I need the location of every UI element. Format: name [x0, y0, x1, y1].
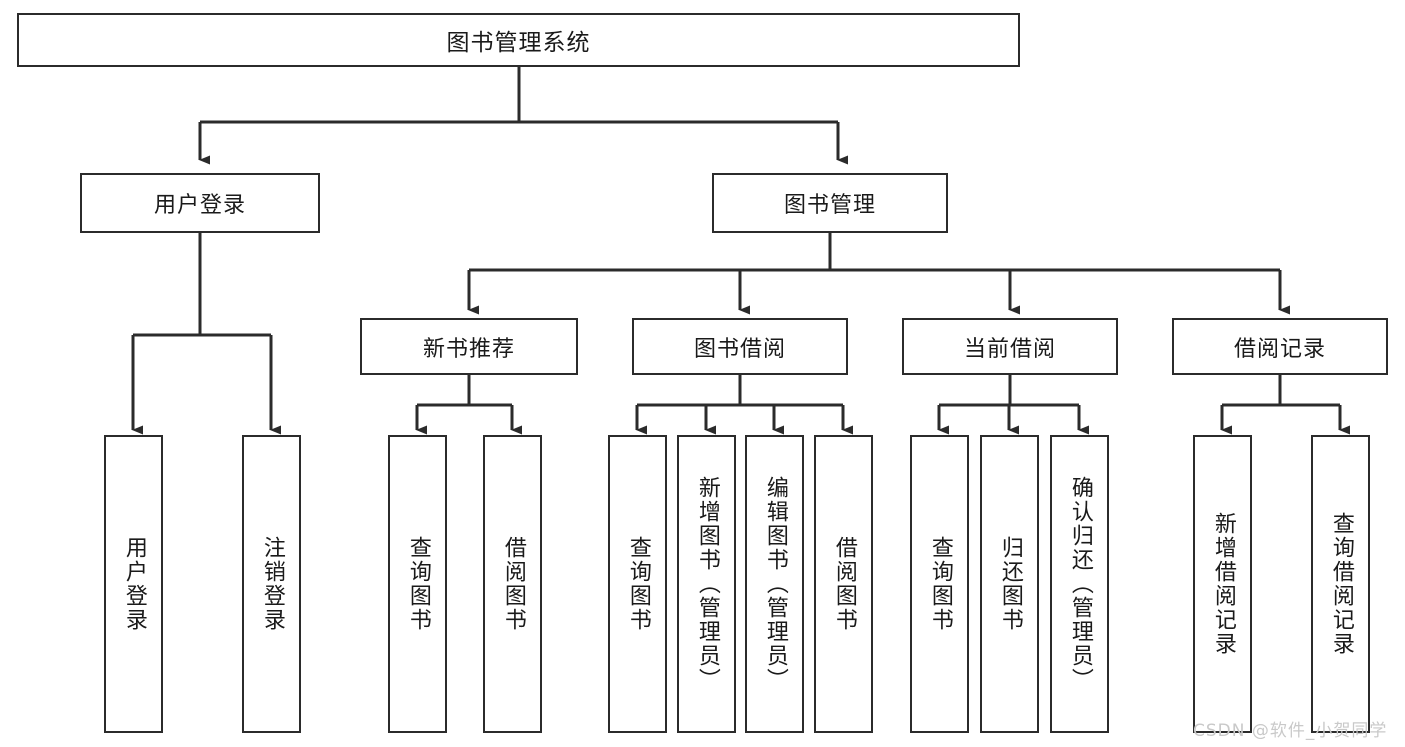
- leaf-book-borrow-add[interactable]: 新增图书（管理员）: [677, 435, 736, 733]
- leaf-label: 编辑图书（管理员）: [762, 476, 788, 692]
- leaf-current-borrow-return[interactable]: 归还图书: [980, 435, 1039, 733]
- leaf-label: 确认归还（管理员）: [1067, 476, 1093, 692]
- leaf-label: 借阅图书: [831, 536, 857, 632]
- leaf-label: 查询图书: [405, 536, 431, 632]
- csdn-watermark: CSDN @软件_小贺同学: [1193, 721, 1388, 741]
- node-book-management[interactable]: 图书管理: [712, 173, 948, 233]
- node-borrow-record[interactable]: 借阅记录: [1172, 318, 1388, 375]
- node-root[interactable]: 图书管理系统: [17, 13, 1020, 67]
- leaf-label: 注销登录: [259, 536, 285, 632]
- node-new-book-recommend[interactable]: 新书推荐: [360, 318, 578, 375]
- leaf-user-login-logout[interactable]: 注销登录: [242, 435, 301, 733]
- leaf-new-book-query[interactable]: 查询图书: [388, 435, 447, 733]
- leaf-label: 借阅图书: [500, 536, 526, 632]
- leaf-new-book-borrow[interactable]: 借阅图书: [483, 435, 542, 733]
- leaf-borrow-record-add[interactable]: 新增借阅记录: [1193, 435, 1252, 733]
- leaf-label: 用户登录: [121, 536, 147, 632]
- leaf-book-borrow-borrow[interactable]: 借阅图书: [814, 435, 873, 733]
- leaf-label: 查询借阅记录: [1328, 512, 1354, 656]
- leaf-label: 新增借阅记录: [1210, 512, 1236, 656]
- leaf-user-login-login[interactable]: 用户登录: [104, 435, 163, 733]
- node-user-login[interactable]: 用户登录: [80, 173, 320, 233]
- leaf-label: 新增图书（管理员）: [694, 476, 720, 692]
- leaf-label: 归还图书: [997, 536, 1023, 632]
- leaf-label: 查询图书: [927, 536, 953, 632]
- leaf-book-borrow-edit[interactable]: 编辑图书（管理员）: [745, 435, 804, 733]
- node-book-borrow[interactable]: 图书借阅: [632, 318, 848, 375]
- leaf-borrow-record-query[interactable]: 查询借阅记录: [1311, 435, 1370, 733]
- leaf-current-borrow-confirm[interactable]: 确认归还（管理员）: [1050, 435, 1109, 733]
- node-current-borrow[interactable]: 当前借阅: [902, 318, 1118, 375]
- leaf-book-borrow-query[interactable]: 查询图书: [608, 435, 667, 733]
- leaf-label: 查询图书: [625, 536, 651, 632]
- leaf-current-borrow-query[interactable]: 查询图书: [910, 435, 969, 733]
